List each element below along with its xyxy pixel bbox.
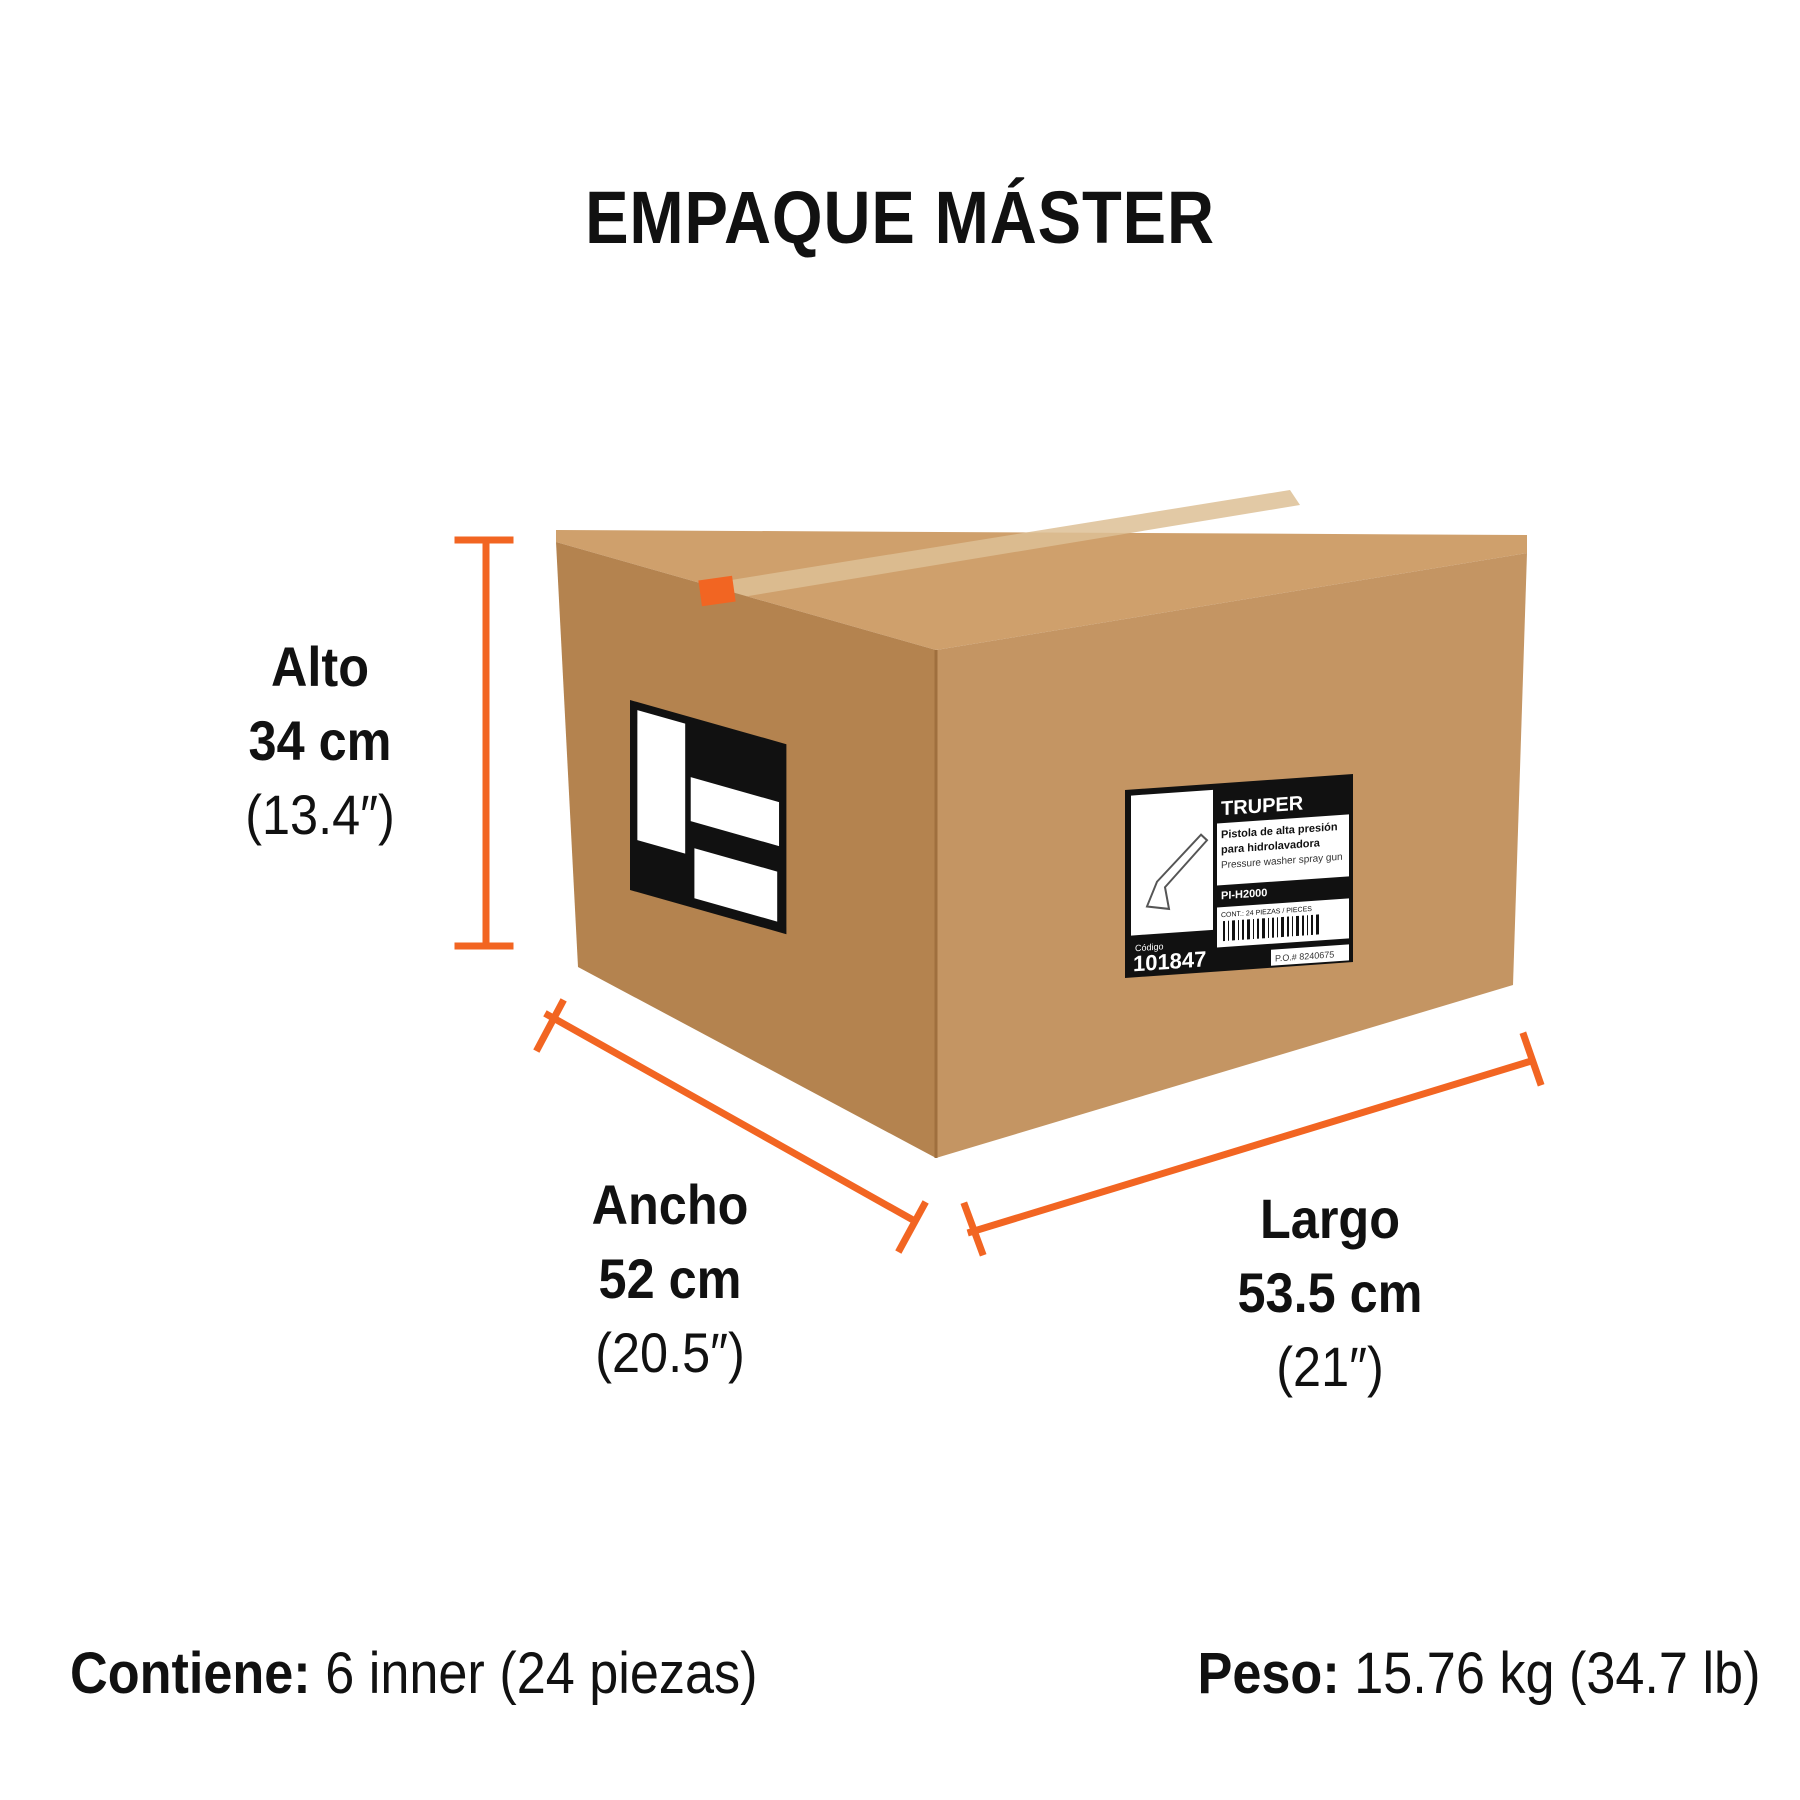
length-dimension: Largo 53.5 cm (21″) [1195, 1182, 1465, 1404]
packing-tape [700, 490, 1300, 602]
height-dimension: Alto 34 cm (13.4″) [203, 630, 437, 852]
contents-label: Contiene: [70, 1641, 311, 1706]
height-label: Alto [271, 635, 369, 698]
label-codigo: 101847 [1133, 946, 1206, 976]
width-dimension-line [533, 998, 929, 1254]
weight-value: 15.76 kg (34.7 lb) [1353, 1641, 1760, 1706]
label-text-area [1217, 814, 1349, 886]
length-imperial: (21″) [1276, 1335, 1384, 1398]
page-title: EMPAQUE MÁSTER [585, 176, 1215, 259]
contents-value: 6 inner (24 piezas) [325, 1641, 758, 1706]
width-imperial: (20.5″) [595, 1321, 745, 1384]
label-po-area [1271, 944, 1349, 966]
label-po: P.O.# 8240675 [1275, 949, 1334, 963]
height-metric: 34 cm [248, 709, 392, 772]
label-clave: PI-H2000 [1221, 887, 1267, 902]
tape-sticker [698, 575, 736, 607]
length-metric: 53.5 cm [1237, 1261, 1423, 1324]
length-dimension-line [960, 1031, 1545, 1257]
height-dimension-line [454, 536, 514, 950]
box-label-front: TRUPER Pistola de alta presión para hidr… [1125, 774, 1353, 978]
label-barcode-area [694, 848, 778, 922]
spray-gun-icon [1145, 833, 1209, 911]
width-dimension: Ancho 52 cm (20.5″) [535, 1168, 805, 1390]
weight-label: Peso: [1197, 1641, 1340, 1706]
width-label: Ancho [591, 1173, 749, 1236]
height-imperial: (13.4″) [245, 783, 395, 846]
contents-info: Contiene: 6 inner (24 piezas) [70, 1640, 758, 1707]
width-metric: 52 cm [598, 1247, 742, 1310]
length-label: Largo [1259, 1187, 1401, 1250]
barcode-icon [1223, 914, 1319, 942]
box-top-face [556, 530, 1527, 650]
label-illustration-box [637, 710, 686, 854]
box-label-side [630, 700, 787, 935]
label-illustration-box [1131, 789, 1213, 936]
weight-info: Peso: 15.76 kg (34.7 lb) [1197, 1640, 1760, 1707]
label-codigo-label: Código [1135, 941, 1163, 953]
label-text-area [690, 777, 780, 847]
